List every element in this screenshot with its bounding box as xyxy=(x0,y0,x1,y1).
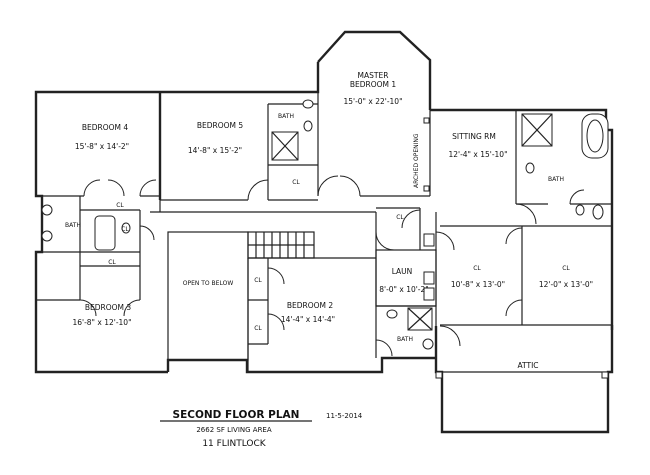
laun-dims: 8'-0" x 10'-2" xyxy=(379,285,429,294)
door-swings xyxy=(79,175,585,357)
cl-right2-label: CL xyxy=(562,265,570,272)
bath-left-label: BATH xyxy=(65,222,81,229)
bed5-label: BEDROOM 5 xyxy=(197,121,244,130)
bed3-dims: 16'-8" x 12'-10" xyxy=(72,318,131,327)
bath-master-label: BATH xyxy=(548,176,564,183)
attic-label: ATTIC xyxy=(517,361,538,370)
cl-bath5-label: CL xyxy=(292,179,300,186)
cl-bed2b-label: CL xyxy=(254,325,262,332)
cl-right2-dims: 12'-0" x 13'-0" xyxy=(539,280,593,289)
cl-bed2a-label: CL xyxy=(254,277,262,284)
sitting-label: SITTING RM xyxy=(452,132,496,141)
bath2-label: BATH xyxy=(397,336,413,343)
cl-right1-dims: 10'-8" x 13'-0" xyxy=(451,280,505,289)
bed3-label: BEDROOM 3 xyxy=(85,303,132,312)
cl-left2-label: CL xyxy=(121,226,129,233)
sitting-dims: 12'-4" x 15'-10" xyxy=(448,150,507,159)
bed4-label: BEDROOM 4 xyxy=(82,123,129,132)
room-labels: MASTER BEDROOM 1 15'-0" x 22'-10" SITTIN… xyxy=(65,71,593,370)
laun-label: LAUN xyxy=(392,267,413,276)
master-label-1: MASTER xyxy=(358,71,389,80)
bed2-dims: 14'-4" x 14'-4" xyxy=(281,315,335,324)
interior-walls xyxy=(36,92,612,373)
project-name: 11 FLINTLOCK xyxy=(202,439,266,449)
plan-title: SECOND FLOOR PLAN xyxy=(173,409,300,421)
plan-date: 11-5-2014 xyxy=(326,412,363,420)
cl-left3-label: CL xyxy=(108,259,116,266)
master-label-2: BEDROOM 1 xyxy=(350,80,397,89)
bath5-label: BATH xyxy=(278,113,294,120)
bed2-label: BEDROOM 2 xyxy=(287,301,334,310)
master-dims: 15'-0" x 22'-10" xyxy=(343,97,402,106)
open-to-below-label: OPEN TO BELOW xyxy=(183,280,234,287)
title-block: SECOND FLOOR PLAN 11-5-2014 2662 SF LIVI… xyxy=(160,409,363,449)
bed5-dims: 14'-8" x 15'-2" xyxy=(188,146,242,155)
cl-right1-label: CL xyxy=(473,265,481,272)
cl-hall-label: CL xyxy=(396,214,404,221)
bed4-dims: 15'-8" x 14'-2" xyxy=(75,142,129,151)
fixtures xyxy=(41,99,609,379)
arched-opening-label: ARCHED OPENING xyxy=(413,133,420,188)
cl-left1-label: CL xyxy=(116,202,124,209)
living-area: 2662 SF LIVING AREA xyxy=(196,426,272,434)
